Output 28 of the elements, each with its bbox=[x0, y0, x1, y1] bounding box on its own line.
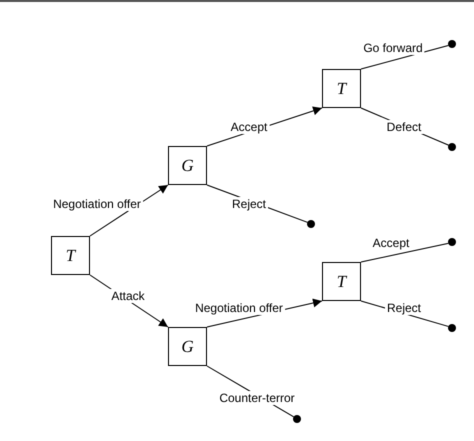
decision-box bbox=[168, 327, 207, 366]
terminal-dot bbox=[293, 415, 301, 423]
edge-label: Attack bbox=[109, 289, 147, 303]
decision-box bbox=[322, 262, 361, 301]
terminal-dot bbox=[448, 40, 456, 48]
player-label: T bbox=[66, 246, 76, 266]
edge-label: Go forward bbox=[361, 41, 425, 55]
decision-box bbox=[51, 236, 90, 275]
edge-label: Negotiation offer bbox=[51, 197, 143, 211]
edge-label: Negotiation offer bbox=[193, 301, 285, 315]
terminal-dot bbox=[307, 220, 315, 228]
player-label: T bbox=[336, 78, 346, 98]
edge-label: Reject bbox=[385, 301, 423, 315]
decision-box bbox=[322, 69, 361, 108]
edge-label: Accept bbox=[370, 236, 412, 250]
player-label: G bbox=[181, 156, 194, 176]
edge-label: Reject bbox=[230, 197, 268, 211]
player-label: T bbox=[336, 272, 346, 292]
terminal-dot bbox=[448, 324, 456, 332]
branch-line bbox=[360, 45, 449, 70]
branch-line bbox=[360, 242, 449, 262]
player-label: G bbox=[181, 336, 194, 356]
edge-label: Counter-terror bbox=[217, 391, 297, 405]
decision-box bbox=[168, 146, 207, 185]
terminal-dot bbox=[448, 143, 456, 151]
edge-label: Defect bbox=[384, 120, 424, 134]
terminal-dot bbox=[448, 238, 456, 246]
edge-label: Accept bbox=[228, 120, 270, 134]
